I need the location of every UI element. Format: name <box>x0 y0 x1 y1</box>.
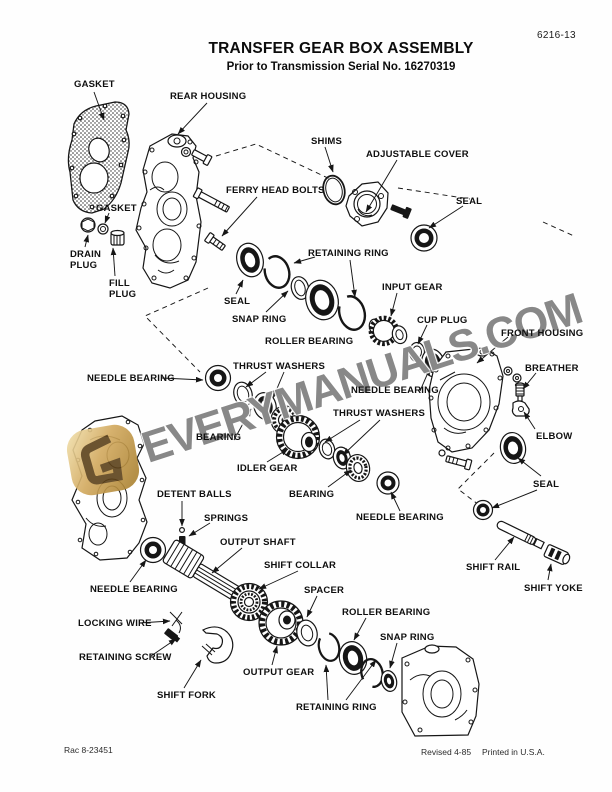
part-label-shift-rail: SHIFT RAIL <box>466 562 521 573</box>
part-label-gasket-lower: GASKET <box>96 203 137 214</box>
front-housing-bolt-drawing <box>438 449 473 471</box>
assembly-axis-lines <box>144 143 575 506</box>
shift-rail-seal-drawing <box>472 499 494 521</box>
part-label-seal-upper-right: SEAL <box>456 196 483 207</box>
breather-drawing <box>503 366 526 402</box>
needle-bearing-output-drawing <box>139 536 167 564</box>
page-title: TRANSFER GEAR BOX ASSEMBLY <box>208 40 474 57</box>
housing-bolts-drawing <box>180 146 230 251</box>
part-label-retaining-ring-lower: RETAINING RING <box>296 702 377 713</box>
part-label-gasket-top: GASKET <box>74 79 115 90</box>
part-label-shift-yoke: SHIFT YOKE <box>524 583 583 594</box>
page-number: 6216-13 <box>537 30 576 41</box>
front-housing-drawing <box>428 347 504 453</box>
watermark-logo <box>63 421 143 499</box>
part-label-ferry-head-bolts: FERRY HEAD BOLTS <box>226 185 325 196</box>
part-label-cup-plug: CUP PLUG <box>417 315 468 326</box>
part-label-rear-housing: REAR HOUSING <box>170 91 247 102</box>
footer-printed-note: Printed in U.S.A. <box>482 747 545 757</box>
part-label-seal-mid: SEAL <box>224 296 251 307</box>
shift-fork-drawing <box>201 626 234 664</box>
part-label-fill-plug: FILL PLUG <box>109 278 137 301</box>
part-label-retaining-ring-upper: RETAINING RING <box>308 248 389 259</box>
rear-housing-drawing <box>135 133 202 289</box>
bottom-housing-drawing <box>401 644 480 737</box>
part-label-roller-bearing-lower: ROLLER BEARING <box>342 607 431 618</box>
part-label-shift-collar: SHIFT COLLAR <box>264 560 337 571</box>
spacer-drawing <box>296 619 318 647</box>
part-label-input-gear: INPUT GEAR <box>382 282 443 293</box>
leader-lines <box>83 91 553 701</box>
part-label-seal-right: SEAL <box>533 479 560 490</box>
part-label-retaining-screw: RETAINING SCREW <box>79 652 172 663</box>
part-label-shims: SHIMS <box>311 136 343 147</box>
part-label-thrust-washers-lower: THRUST WASHERS <box>333 408 425 419</box>
part-label-needle-bearing-output: NEEDLE BEARING <box>90 584 178 595</box>
part-label-snap-ring-lower: SNAP RING <box>380 632 435 643</box>
seal-upper-right-drawing <box>410 224 438 252</box>
part-label-needle-bearing-mid: NEEDLE BEARING <box>351 385 439 396</box>
part-label-spacer: SPACER <box>304 585 345 596</box>
cover-bolt-drawing <box>390 204 412 219</box>
footer-revised-date: Revised 4-85 <box>421 747 472 757</box>
part-label-roller-bearing-upper: ROLLER BEARING <box>265 336 354 347</box>
part-label-needle-bearing-shaft: NEEDLE BEARING <box>356 512 444 523</box>
seal-right-drawing <box>499 431 527 465</box>
part-label-adjustable-cover: ADJUSTABLE COVER <box>366 149 469 160</box>
part-label-breather: BREATHER <box>525 363 579 374</box>
elbow-drawing <box>511 400 530 417</box>
adjustable-cover-drawing <box>345 181 389 227</box>
part-label-front-housing: FRONT HOUSING <box>501 328 584 339</box>
part-label-idler-gear: IDLER GEAR <box>237 463 298 474</box>
shift-rail-drawing <box>496 520 545 550</box>
locking-wire-drawing <box>169 611 183 634</box>
shims-drawing <box>322 174 346 206</box>
watermark-logo-glyph <box>80 434 123 485</box>
shift-yoke-drawing <box>543 544 571 565</box>
part-label-detent-balls: DETENT BALLS <box>157 489 232 500</box>
part-label-bearing-upper: BEARING <box>196 432 242 443</box>
idler-parts-drawing <box>204 364 400 495</box>
part-label-output-shaft: OUTPUT SHAFT <box>220 537 296 548</box>
part-label-bearing-lower: BEARING <box>289 489 335 500</box>
part-label-locking-wire: LOCKING WIRE <box>78 618 152 629</box>
part-label-needle-bearing-left: NEEDLE BEARING <box>87 373 175 384</box>
part-label-elbow: ELBOW <box>536 431 573 442</box>
shift-collar-drawing <box>229 582 269 622</box>
part-label-output-gear: OUTPUT GEAR <box>243 667 315 678</box>
output-gear-drawing <box>258 600 304 646</box>
roller-bearing-lower-drawing <box>317 632 398 692</box>
part-label-snap-ring-upper: SNAP RING <box>232 314 287 325</box>
drain-fill-plug-drawing <box>80 217 125 246</box>
part-label-thrust-washers-upper: THRUST WASHERS <box>233 361 325 372</box>
gasket-drawing <box>67 101 130 214</box>
part-label-springs: SPRINGS <box>204 513 249 524</box>
footer-form-number: Rac 8-23451 <box>64 745 113 755</box>
page-subtitle: Prior to Transmission Serial No. 1627031… <box>226 61 456 73</box>
part-label-drain-plug: DRAIN PLUG <box>70 249 102 272</box>
part-label-shift-fork: SHIFT FORK <box>157 690 216 701</box>
